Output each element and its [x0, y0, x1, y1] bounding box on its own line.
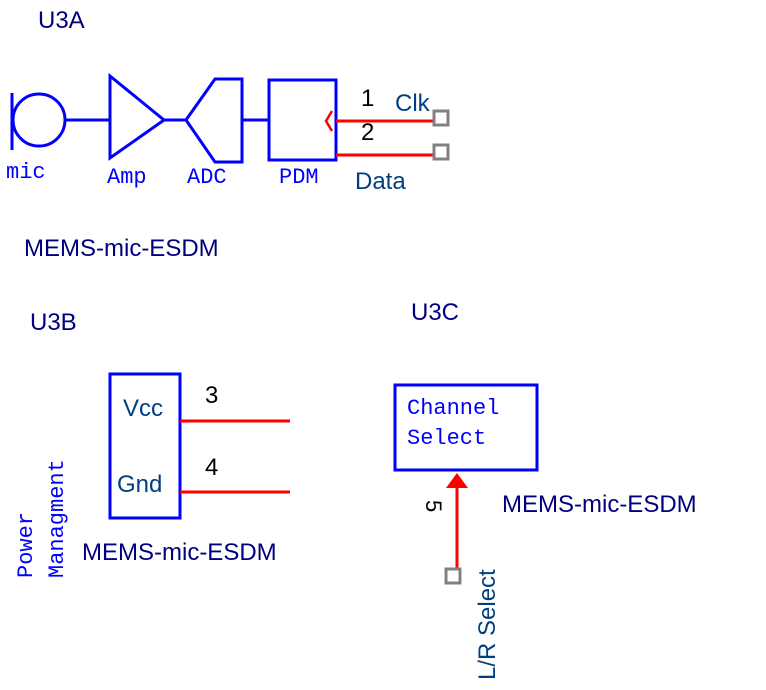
unit-a-ref: U3A: [38, 7, 85, 34]
pin-number: 5: [421, 500, 446, 512]
power-title: Power Managment: [14, 459, 70, 578]
pin-terminal-icon[interactable]: [432, 143, 450, 161]
channel-select-line1: Channel: [407, 396, 499, 421]
channel-select-block: [393, 383, 539, 472]
mic-icon: [10, 92, 110, 150]
adc-icon: [184, 77, 269, 164]
pin-lr-select[interactable]: 5 L/R Select: [421, 473, 501, 680]
pin-gnd[interactable]: Gnd 4: [117, 454, 290, 498]
pin-clk[interactable]: 1 Clk: [336, 85, 450, 127]
pin-number: 3: [205, 382, 218, 409]
adc-label: ADC: [187, 165, 227, 190]
mic-label: mic: [6, 160, 46, 185]
pin-number: 4: [205, 454, 218, 481]
pin-vcc[interactable]: Vcc 3: [123, 382, 290, 423]
unit-b-ref: U3B: [30, 309, 77, 336]
unit-c[interactable]: U3C Channel Select 5 L/R Select MEMS-mic…: [393, 299, 697, 680]
amp-label: Amp: [107, 165, 147, 190]
pdm-label: PDM: [279, 165, 319, 190]
unit-c-ref: U3C: [411, 299, 459, 326]
unit-b-value: MEMS-mic-ESDM: [82, 539, 277, 566]
clock-input-icon: [324, 110, 334, 132]
pin-number: 2: [361, 119, 374, 146]
input-arrow-icon: [446, 473, 468, 488]
amplifier-icon: [108, 72, 186, 161]
unit-c-value: MEMS-mic-ESDM: [502, 491, 697, 518]
pin-terminal-icon[interactable]: [432, 109, 450, 127]
unit-b[interactable]: U3B Power Managment Vcc 3 Gnd 4 MEMS-mic…: [14, 309, 290, 578]
pin-terminal-icon[interactable]: [444, 567, 462, 585]
unit-a[interactable]: U3A mic Amp ADC PDM 1 Clk: [6, 7, 450, 262]
pin-name: Vcc: [123, 395, 163, 422]
pin-name: Gnd: [117, 471, 162, 498]
unit-a-value: MEMS-mic-ESDM: [24, 235, 219, 262]
pin-name: L/R Select: [474, 569, 501, 680]
power-title-line2: Managment: [45, 459, 70, 578]
pin-name: Clk: [395, 90, 431, 117]
pin-name: Data: [355, 168, 406, 195]
power-block: [108, 372, 182, 520]
pin-number: 1: [361, 85, 374, 112]
power-title-line1: Power: [14, 512, 39, 578]
pin-data[interactable]: 2 Data: [336, 119, 450, 195]
channel-select-line2: Select: [407, 426, 486, 451]
